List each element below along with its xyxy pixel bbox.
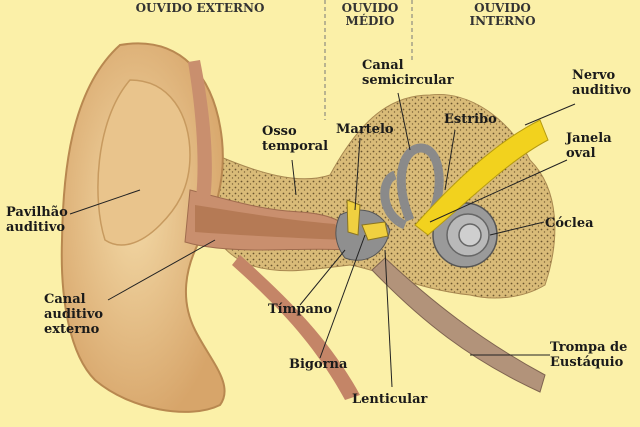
cochlea-turn-3 bbox=[458, 223, 482, 247]
label-lenticular: Lenticular bbox=[352, 392, 428, 407]
label-martelo: Martelo bbox=[336, 122, 394, 137]
tissue-strip-2 bbox=[188, 60, 212, 200]
label-janela-oval: Janela oval bbox=[566, 131, 612, 161]
label-trompa-eustaquio: Trompa de Eustáquio bbox=[550, 340, 628, 370]
eustachian-tube bbox=[371, 257, 546, 393]
semicircular-canals bbox=[380, 143, 444, 230]
label-nervo-auditivo: Nervo auditivo bbox=[572, 68, 632, 98]
label-estribo: Estribo bbox=[444, 112, 497, 127]
label-coclea: Cóclea bbox=[545, 216, 594, 231]
hammer-bone bbox=[346, 199, 361, 236]
label-timpano: Tímpano bbox=[268, 302, 333, 317]
label-osso-temporal: Osso temporal bbox=[262, 124, 329, 154]
leader-lines bbox=[69, 92, 576, 388]
label-bigorna: Bigorna bbox=[289, 357, 348, 372]
section-middle-ear: OUVIDO MÉDIO bbox=[341, 1, 399, 28]
auditory-nerve bbox=[414, 119, 549, 236]
tissue-strip-1 bbox=[232, 255, 360, 400]
section-outer-ear: OUVIDO EXTERNO bbox=[135, 1, 265, 15]
concha bbox=[97, 79, 191, 246]
section-inner-ear: OUVIDO INTERNO bbox=[469, 1, 536, 28]
label-pavilhao-auditivo: Pavilhão auditivo bbox=[6, 205, 68, 235]
label-canal-auditivo-externo: Canal auditivo externo bbox=[44, 292, 104, 337]
ear-canal bbox=[195, 205, 345, 240]
anvil-bone bbox=[361, 221, 389, 241]
label-canal-semicircular: Canal semicircular bbox=[362, 58, 454, 88]
